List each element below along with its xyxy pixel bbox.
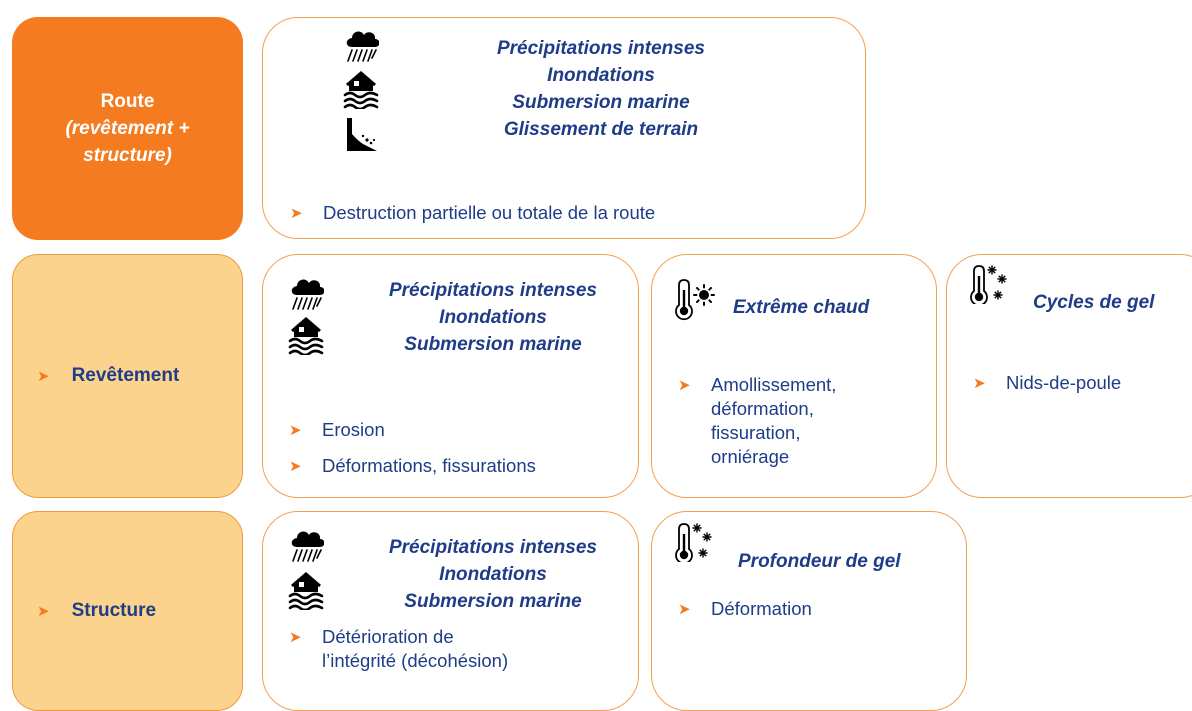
- hazard-frost-depth: Profondeur de gel: [738, 551, 901, 572]
- bullet-arrow-icon: ➤: [678, 601, 691, 618]
- hazard-landslide: Glissement de terrain: [503, 119, 699, 140]
- structure-water-card: Précipitations intenses Inondations Subm…: [262, 511, 639, 711]
- effect-deformation: Déformation: [711, 598, 812, 619]
- hazard-flooding: Inondations: [439, 307, 547, 328]
- revetement-label-text: Revêtement: [71, 365, 180, 386]
- bullet-arrow-icon: ➤: [973, 375, 986, 392]
- route-label-subtitle-line1: (revêtement +: [65, 118, 190, 139]
- route-label-title: Route: [100, 91, 155, 112]
- hazard-heavy-rain: Précipitations intenses: [388, 537, 597, 558]
- effect-line: déformation,: [711, 398, 814, 419]
- revetement-label: ➤ Revêtement: [12, 254, 243, 498]
- route-label: Route (revêtement + structure): [12, 17, 243, 240]
- hazard-heavy-rain: Précipitations intenses: [388, 280, 597, 301]
- revetement-frost-effect-item: ➤ Nids-de-poule: [973, 371, 1121, 396]
- hazard-marine-submersion: Submersion marine: [404, 591, 582, 612]
- thermometer-sun-icon: [674, 278, 715, 321]
- effect-erosion: Erosion: [322, 419, 385, 440]
- flood-icon: [288, 572, 324, 610]
- landslide-icon: [347, 118, 377, 151]
- effect-line: fissuration,: [711, 422, 801, 443]
- bullet-arrow-icon: ➤: [678, 377, 691, 394]
- hazard-flooding: Inondations: [547, 65, 655, 86]
- thermometer-snow-icon: [674, 522, 712, 562]
- route-effect-text: Destruction partielle ou totale de la ro…: [323, 202, 656, 223]
- rain-icon: [290, 278, 324, 310]
- route-hazard-card: Précipitations intenses Inondations Subm…: [262, 17, 866, 239]
- flood-icon: [343, 71, 379, 109]
- structure-frost-effect-item: ➤ Déformation: [678, 597, 812, 622]
- route-label-subtitle-line2: structure): [83, 145, 172, 166]
- structure-label-text: Structure: [71, 600, 157, 621]
- structure-effect-item: ➤ Détérioration de l’intégrité (décohési…: [289, 625, 508, 673]
- structure-water-hazard-list: Précipitations intenses Inondations Subm…: [348, 534, 638, 615]
- revetement-effect-item: ➤ Déformations, fissurations: [289, 454, 536, 479]
- effect-potholes: Nids-de-poule: [1006, 372, 1122, 393]
- hazard-flooding: Inondations: [439, 564, 547, 585]
- structure-label: ➤ Structure: [12, 511, 243, 711]
- revetement-heat-card: Extrême chaud ➤ Amollissement, déformati…: [651, 254, 937, 498]
- hazard-heavy-rain: Précipitations intenses: [496, 38, 705, 59]
- rain-icon: [290, 530, 324, 562]
- revetement-effect-item: ➤ Erosion: [289, 418, 385, 443]
- hazard-marine-submersion: Submersion marine: [512, 92, 690, 113]
- effect-deformations-cracks: Déformations, fissurations: [322, 455, 536, 476]
- hazard-frost-cycles: Cycles de gel: [1033, 292, 1155, 313]
- revetement-heat-effect-item: ➤ Amollissement, déformation, fissuratio…: [678, 373, 836, 469]
- thermometer-snow-icon: [969, 264, 1007, 304]
- bullet-arrow-icon: ➤: [289, 422, 302, 439]
- bullet-arrow-icon: ➤: [290, 205, 303, 222]
- structure-frost-card: Profondeur de gel ➤ Déformation: [651, 511, 967, 711]
- route-hazard-list: Précipitations intenses Inondations Subm…: [431, 35, 771, 143]
- bullet-arrow-icon: ➤: [289, 629, 302, 646]
- effect-line: orniérage: [711, 446, 790, 467]
- effect-line: l’intégrité (décohésion): [322, 650, 509, 671]
- hazard-extreme-heat: Extrême chaud: [733, 297, 870, 318]
- bullet-arrow-icon: ➤: [289, 458, 302, 475]
- effect-line: Détérioration de: [322, 626, 454, 647]
- hazard-marine-submersion: Submersion marine: [404, 334, 582, 355]
- route-effect-item: ➤ Destruction partielle ou totale de la …: [290, 201, 655, 226]
- revetement-water-hazard-list: Précipitations intenses Inondations Subm…: [348, 277, 638, 358]
- rain-icon: [345, 30, 379, 62]
- flood-icon: [288, 317, 324, 355]
- revetement-water-card: Précipitations intenses Inondations Subm…: [262, 254, 639, 498]
- effect-line: Amollissement,: [711, 374, 837, 395]
- bullet-arrow-icon: ➤: [37, 368, 50, 385]
- bullet-arrow-icon: ➤: [37, 603, 50, 620]
- revetement-frost-card: Cycles de gel ➤ Nids-de-poule: [946, 254, 1192, 498]
